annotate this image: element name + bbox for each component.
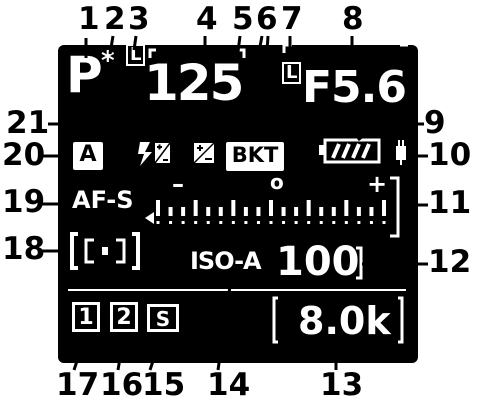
flexible-program-mark: * <box>101 46 115 76</box>
callout-9: 9 <box>424 105 446 141</box>
callout-19: 19 <box>2 184 46 220</box>
callout-18: 18 <box>2 231 46 267</box>
callout-20: 20 <box>2 137 46 173</box>
meter-zero: o <box>270 170 284 194</box>
remaining-exposures: 8.0k <box>298 299 391 343</box>
callout-16: 16 <box>100 367 144 403</box>
callout-7: 7 <box>281 1 303 37</box>
meter-minus: – <box>172 170 184 198</box>
exposure-mode: P <box>66 46 103 104</box>
bracketing-badge: BKT <box>226 142 284 171</box>
shutter-lock-mark: L <box>126 44 146 66</box>
af-mode: AF-S <box>72 186 134 214</box>
callout-2: 2 <box>104 1 126 37</box>
card-slot-1: 1 <box>72 302 100 332</box>
aperture-lock-mark: L <box>282 62 302 84</box>
callout-3: 3 <box>128 1 150 37</box>
meter-plus: + <box>367 170 388 198</box>
callout-10: 10 <box>428 137 472 173</box>
callout-6: 6 <box>256 1 278 37</box>
callout-5: 5 <box>232 1 254 37</box>
callout-15: 15 <box>142 367 186 403</box>
callout-13: 13 <box>320 367 364 403</box>
card-slot-2: 2 <box>110 302 138 332</box>
callout-14: 14 <box>207 367 251 403</box>
iso-label: ISO-A <box>190 247 262 275</box>
iso-value: 100 <box>276 239 360 285</box>
auto-area-badge: A <box>73 142 103 170</box>
callout-11: 11 <box>428 185 472 221</box>
shutter-speed: 125 <box>144 54 244 112</box>
callout-4: 4 <box>196 1 218 37</box>
callout-8: 8 <box>342 1 364 37</box>
callout-12: 12 <box>428 244 472 280</box>
callout-1: 1 <box>78 1 100 37</box>
release-mode: S <box>147 304 179 332</box>
callout-17: 17 <box>56 367 100 403</box>
aperture-value: F5.6 <box>302 62 407 113</box>
callout-21: 21 <box>6 105 50 141</box>
